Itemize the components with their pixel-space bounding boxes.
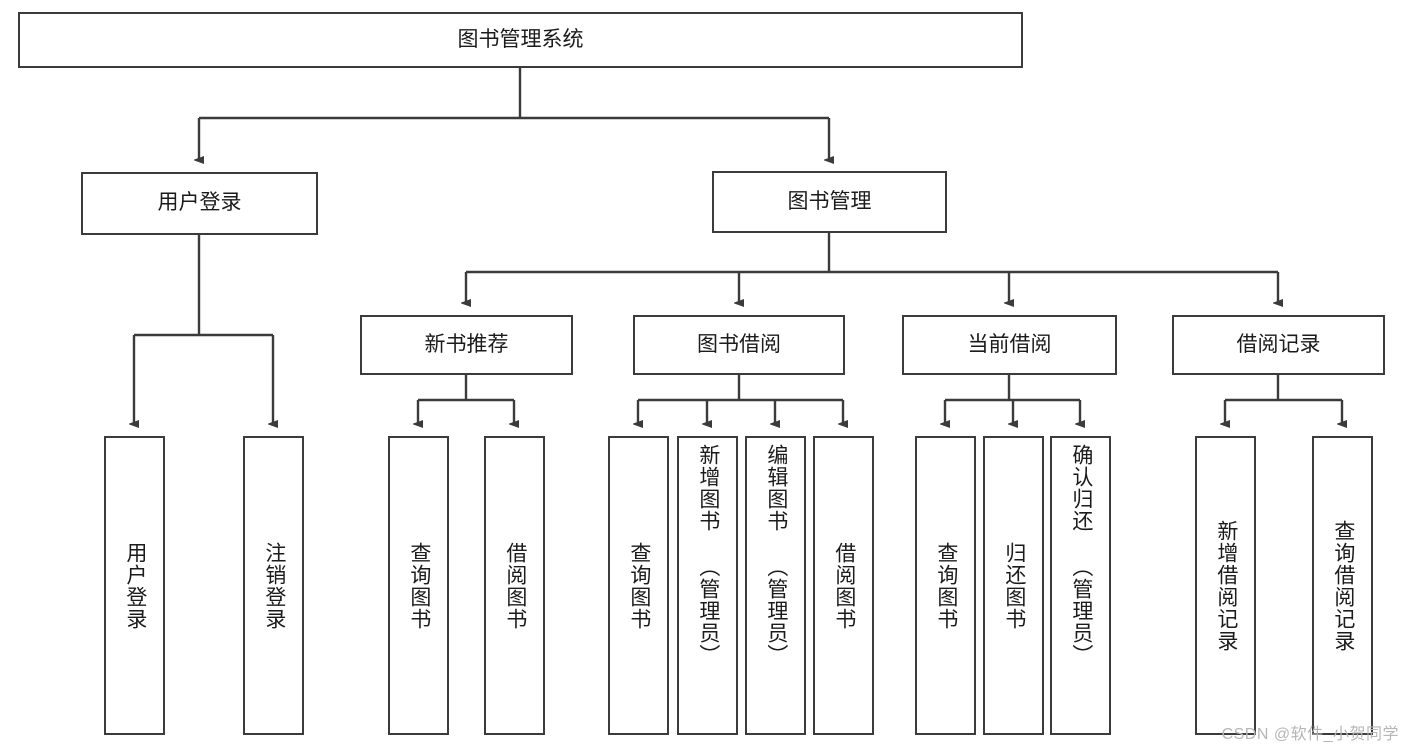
- node-label: 图书管理系统: [457, 27, 584, 51]
- node-label: 查询图书: [934, 541, 958, 630]
- leaf-user-login[interactable]: 用户登录: [104, 436, 165, 735]
- node-label: 借阅图书: [832, 541, 856, 630]
- node-label: 新书推荐: [424, 332, 509, 356]
- node-label: 用户登录: [157, 191, 242, 215]
- leaf-borrow-book-2[interactable]: 借阅图书: [813, 436, 874, 735]
- node-label: 新增借阅记录: [1214, 519, 1238, 652]
- node-current-borrow[interactable]: 当前借阅: [902, 315, 1117, 375]
- node-label: 用户登录: [123, 541, 147, 630]
- node-label: 查询借阅记录: [1331, 519, 1355, 652]
- node-borrow-record[interactable]: 借阅记录: [1172, 315, 1385, 375]
- leaf-edit-book[interactable]: 编辑图书 （管理员）: [745, 436, 806, 735]
- leaf-return-book[interactable]: 归还图书: [983, 436, 1044, 735]
- node-label: 注销登录: [262, 541, 286, 630]
- node-label: 查询图书: [407, 541, 431, 630]
- leaf-borrow-book-1[interactable]: 借阅图书: [484, 436, 545, 735]
- node-user-login[interactable]: 用户登录: [81, 172, 318, 235]
- node-label: 图书管理: [787, 189, 872, 213]
- node-book-manage[interactable]: 图书管理: [712, 171, 947, 233]
- watermark-text: CSDN @软件_小贺同学: [1221, 726, 1399, 743]
- node-label: 编辑图书 （管理员）: [764, 444, 788, 666]
- node-label: 新增图书 （管理员）: [696, 444, 720, 666]
- leaf-query-book-1[interactable]: 查询图书: [388, 436, 449, 735]
- node-label: 确认归还 （管理员）: [1069, 444, 1093, 666]
- node-label: 归还图书: [1002, 541, 1026, 630]
- leaf-query-book-2[interactable]: 查询图书: [608, 436, 669, 735]
- leaf-add-book[interactable]: 新增图书 （管理员）: [677, 436, 738, 735]
- node-label: 图书借阅: [697, 332, 781, 356]
- leaf-query-book-3[interactable]: 查询图书: [915, 436, 976, 735]
- node-book-borrow[interactable]: 图书借阅: [633, 315, 845, 375]
- node-label: 当前借阅: [967, 332, 1052, 356]
- node-label: 借阅图书: [503, 541, 527, 630]
- node-label: 借阅记录: [1236, 332, 1321, 356]
- leaf-query-record[interactable]: 查询借阅记录: [1312, 436, 1373, 735]
- leaf-logout[interactable]: 注销登录: [243, 436, 304, 735]
- node-label: 查询图书: [627, 541, 651, 630]
- leaf-confirm-return[interactable]: 确认归还 （管理员）: [1050, 436, 1111, 735]
- leaf-add-record[interactable]: 新增借阅记录: [1195, 436, 1256, 735]
- node-new-book-recommend[interactable]: 新书推荐: [360, 315, 573, 375]
- node-root-system[interactable]: 图书管理系统: [18, 12, 1023, 68]
